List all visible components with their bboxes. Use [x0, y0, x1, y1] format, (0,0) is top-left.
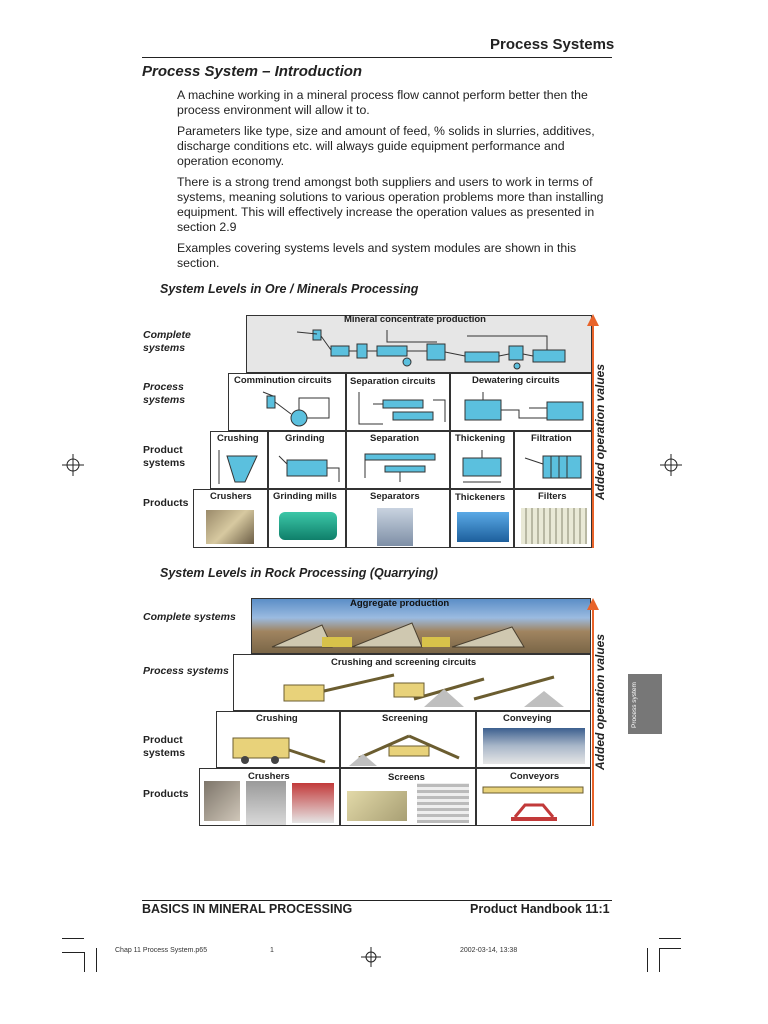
print-date: 2002-03-14, 13:38 [460, 947, 517, 954]
jaw-crusher-photo [204, 781, 240, 821]
thickener-illustration [457, 448, 509, 486]
mill-illustration [275, 448, 343, 486]
paragraph: A machine working in a mineral process f… [177, 88, 617, 118]
rock-value-arrow-label: Added operation values [593, 634, 607, 770]
conveyor-stockpile-photo [483, 728, 585, 764]
rock-heading: System Levels in Rock Processing (Quarry… [160, 566, 438, 580]
thickener-photo [457, 512, 509, 542]
rock-level-product-systems: Product systems [143, 734, 203, 760]
rock-product-system-caption: Crushing [256, 713, 298, 724]
running-header: Process Systems [490, 36, 614, 53]
ore-product-system-caption: Separation [370, 433, 419, 444]
ore-level-products: Products [143, 497, 189, 510]
filter-illustration [521, 448, 587, 486]
registration-mark [62, 454, 84, 476]
ore-product-system-caption: Thickening [455, 433, 505, 444]
mobile-crusher-illustration [225, 728, 335, 766]
crushing-screening-circuit-illustration [274, 669, 574, 709]
ore-product-system-caption: Crushing [217, 433, 259, 444]
section-title: Process System – Introduction [142, 63, 362, 80]
rock-product-caption: Screens [388, 772, 425, 783]
ore-process-caption-separation: Separation circuits [350, 376, 436, 387]
conveyor-idler-illustration [481, 783, 587, 823]
rock-product-system-caption: Screening [382, 713, 428, 724]
crop-mark [96, 948, 97, 972]
ore-process-caption-dewatering: Dewatering circuits [472, 375, 560, 386]
separator-circuit-illustration [355, 448, 445, 486]
crop-mark [659, 938, 681, 939]
ore-level-complete: Complete systems [143, 329, 203, 355]
crop-mark [647, 948, 648, 972]
filter-photo [521, 508, 587, 544]
ore-heading: System Levels in Ore / Minerals Processi… [160, 282, 418, 296]
ore-product-caption: Grinding mills [273, 491, 337, 502]
flowsheet-illustration [287, 324, 577, 370]
paragraph: There is a strong trend amongst both sup… [177, 175, 617, 235]
chapter-tab-label: Process system [631, 682, 638, 728]
separator-photo [377, 508, 413, 546]
rock-product-caption: Conveyors [510, 771, 559, 782]
mobile-screen-illustration [349, 728, 471, 766]
ore-product-caption: Crushers [210, 491, 252, 502]
ore-level-process: Process systems [143, 381, 203, 407]
crop-mark [84, 952, 85, 972]
ore-product-caption: Thickeners [455, 492, 505, 503]
ore-product-system-caption: Grinding [285, 433, 325, 444]
ore-complete-caption: Mineral concentrate production [344, 314, 486, 325]
cone-crusher-photo [246, 781, 286, 825]
dewatering-circuit-illustration [459, 388, 589, 428]
ore-process-caption-comminution: Comminution circuits [234, 375, 332, 386]
ore-product-caption: Separators [370, 491, 420, 502]
crusher-illustration [217, 448, 265, 486]
rock-level-complete: Complete systems [143, 611, 236, 624]
screen-photo [347, 791, 407, 821]
crop-mark [659, 948, 681, 949]
footer-right: Product Handbook 11:1 [470, 902, 610, 916]
ore-product-system-caption: Filtration [531, 433, 572, 444]
rock-product-system-caption: Conveying [503, 713, 552, 724]
rock-process-caption: Crushing and screening circuits [331, 657, 476, 668]
footer-left: BASICS IN MINERAL PROCESSING [142, 902, 352, 916]
crusher-photo [206, 510, 254, 544]
footer-rule [142, 900, 612, 901]
chapter-tab: Process system [628, 674, 662, 734]
registration-mark [361, 947, 381, 967]
rock-product-caption: Crushers [248, 771, 290, 782]
rock-level-products: Products [143, 788, 189, 801]
grinding-mill-photo [279, 512, 337, 540]
crop-mark [659, 948, 660, 972]
paragraph: Examples covering systems levels and sys… [177, 241, 617, 271]
separation-circuit-illustration [353, 388, 449, 428]
ore-level-product-systems: Product systems [143, 444, 203, 470]
print-file: Chap 11 Process System.p65 [115, 947, 207, 954]
print-page: 1 [270, 947, 274, 954]
intro-text: A machine working in a mineral process f… [177, 88, 617, 277]
paragraph: Parameters like type, size and amount of… [177, 124, 617, 169]
rock-level-process: Process systems [143, 665, 229, 678]
comminution-illustration [259, 388, 339, 428]
rock-complete-caption: Aggregate production [350, 598, 449, 609]
screen-photo [417, 783, 469, 823]
crop-mark [62, 952, 84, 953]
ore-value-arrow-label: Added operation values [593, 364, 607, 500]
gyratory-crusher-photo [292, 783, 334, 823]
ore-product-caption: Filters [538, 491, 567, 502]
crop-mark [62, 938, 84, 939]
header-rule [142, 57, 612, 58]
registration-mark [660, 454, 682, 476]
aggregate-plant-photo [262, 617, 582, 653]
